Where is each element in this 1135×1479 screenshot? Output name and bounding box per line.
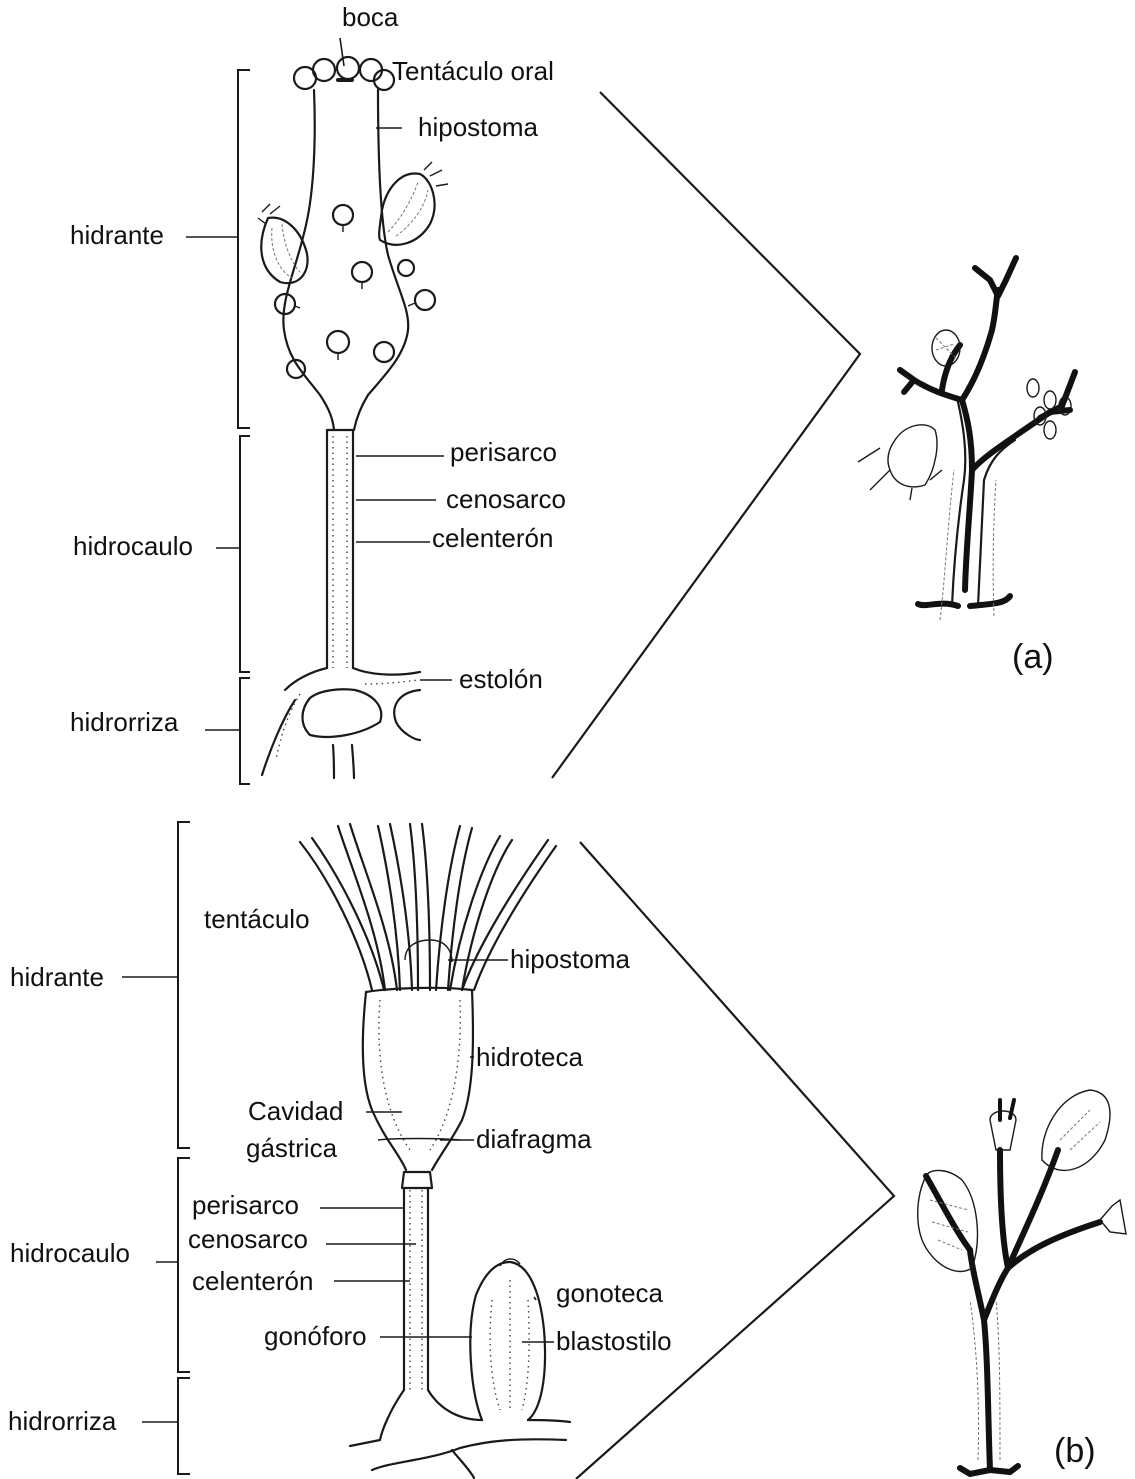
label-estolon: estolón (459, 664, 543, 694)
bracket-hidrorriza-a (240, 678, 250, 784)
label-gonoteca: gonoteca (556, 1278, 664, 1308)
zoom-lines-b (576, 842, 894, 1479)
label-hidrante-a: hidrante (70, 220, 164, 250)
label-tentaculo: tentáculo (204, 904, 310, 934)
label-cenosarco-a: cenosarco (446, 484, 566, 514)
label-hidrorriza-b: hidrorriza (8, 1406, 117, 1436)
label-hipostoma-b: hipostoma (510, 944, 630, 974)
label-perisarco-b: perisarco (192, 1190, 299, 1220)
label-hidrorriza-a: hidrorriza (70, 707, 179, 737)
panel-label-a: (a) (1012, 638, 1054, 676)
zoom-lines-a (552, 92, 860, 778)
label-celenteron-a: celenterón (432, 523, 553, 553)
polyp-a-drawing (258, 57, 448, 778)
label-hidroteca: hidroteca (476, 1042, 583, 1072)
bracket-hidrocaulo-a (240, 436, 250, 672)
label-tentaculo-oral: Tentáculo oral (392, 56, 554, 86)
bracket-hidrorriza-b (178, 1378, 190, 1474)
panel-b: tentáculo hidrante hipostoma hidroteca C… (8, 822, 1126, 1479)
label-hidrocaulo-a: hidrocaulo (73, 531, 193, 561)
label-cavidad: Cavidad (248, 1096, 343, 1126)
label-perisarco-a: perisarco (450, 437, 557, 467)
label-hidrante-b: hidrante (10, 962, 104, 992)
label-gastrica: gástrica (246, 1133, 338, 1163)
label-blastostilo: blastostilo (556, 1326, 672, 1356)
panel-a: boca Tentáculo oral hipostoma hidrante p… (70, 2, 1075, 784)
label-boca: boca (342, 2, 399, 32)
label-gonoforo: gonóforo (264, 1321, 367, 1351)
panel-label-b: (b) (1054, 1432, 1096, 1470)
colony-b-drawing (918, 1090, 1126, 1474)
label-celenteron-b: celenterón (192, 1266, 313, 1296)
label-cenosarco-b: cenosarco (188, 1224, 308, 1254)
colony-a-drawing (858, 258, 1075, 620)
label-diafragma: diafragma (476, 1124, 592, 1154)
bracket-hidrocaulo-b (178, 1158, 190, 1372)
label-hidrocaulo-b: hidrocaulo (10, 1238, 130, 1268)
label-hipostoma-a: hipostoma (418, 112, 538, 142)
bracket-hidrante-b (178, 822, 190, 1148)
bracket-hidrante-a (238, 70, 250, 428)
